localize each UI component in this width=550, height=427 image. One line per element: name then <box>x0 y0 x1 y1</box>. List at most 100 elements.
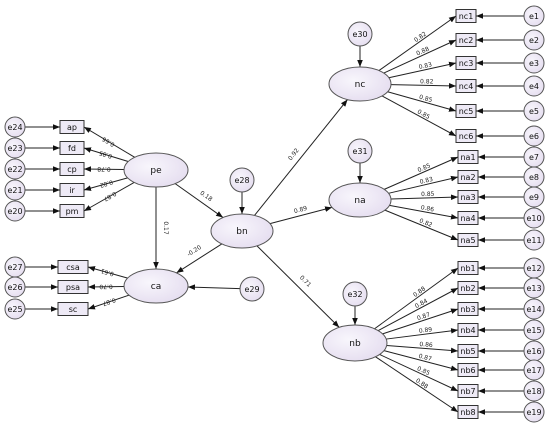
error-e5: e5 <box>523 100 545 122</box>
edge-na-na5 <box>384 209 459 241</box>
error-e32: e32 <box>342 281 368 307</box>
indicator-nb7: nb7 <box>457 384 479 398</box>
indicator-box <box>455 129 477 143</box>
indicator-csa: csa <box>57 260 89 274</box>
error-label: e26 <box>7 283 22 292</box>
loading-nb3: 0.87 <box>416 311 431 322</box>
error-e32-label: e32 <box>347 290 362 299</box>
error-e14: e14 <box>523 298 545 320</box>
error-circle <box>523 5 545 27</box>
error-e1: e1 <box>523 5 545 27</box>
error-e20: e20 <box>4 200 26 222</box>
edge-nb-nb6 <box>383 350 459 371</box>
error-circle <box>4 200 26 222</box>
edge-ca-csa <box>87 266 128 279</box>
path-bn-ca <box>176 243 223 274</box>
error-e25: e25 <box>4 298 26 320</box>
error-circle <box>4 158 26 180</box>
indicator-box <box>59 183 85 197</box>
edge-nc-nc4 <box>390 83 457 89</box>
indicator-box <box>457 211 479 225</box>
error-label: e16 <box>526 347 541 356</box>
error-e12: e12 <box>523 257 545 279</box>
loading-ap: 0.66 <box>101 135 116 148</box>
edge-nb-nb5 <box>386 344 459 354</box>
indicator-na5: na5 <box>457 233 479 247</box>
error-circle <box>523 207 545 229</box>
indicator-box <box>455 9 477 23</box>
error-e8: e8 <box>523 166 545 188</box>
loading-na2: 0.83 <box>419 176 434 186</box>
error-label: e6 <box>529 132 539 141</box>
error-e3: e3 <box>523 52 545 74</box>
indicator-box <box>457 302 479 316</box>
indicator-ap: ap <box>59 120 85 134</box>
error-e21: e21 <box>4 179 26 201</box>
measurement-items: ape24fde23cpe22ire21pme20csae27psae26sce… <box>4 5 545 423</box>
indicator-label: na2 <box>460 173 475 182</box>
error-circle <box>523 359 545 381</box>
latent-nc: nc <box>328 66 392 102</box>
edge-ca-psa <box>87 284 125 290</box>
loading-nc2: 0.88 <box>415 45 430 57</box>
loading-nb6: 0.87 <box>418 353 433 363</box>
indicator-label: nc6 <box>459 132 474 141</box>
indicator-na2: na2 <box>457 170 479 184</box>
loading-nb7: 0.85 <box>416 365 431 377</box>
indicator-label: na4 <box>460 214 475 223</box>
indicator-label: nb5 <box>460 347 475 356</box>
loading-na5: 0.82 <box>418 217 433 229</box>
path-bn-nb <box>256 245 340 328</box>
error-e9: e9 <box>523 186 545 208</box>
error-label: e15 <box>526 326 541 335</box>
indicator-ir: ir <box>59 183 85 197</box>
edge-nb-nb4 <box>386 328 459 340</box>
indicator-nb8: nb8 <box>457 405 479 419</box>
error-circle <box>4 116 26 138</box>
indicator-box <box>455 33 477 47</box>
error-e28-label: e28 <box>234 176 249 185</box>
latent-ca-label: ca <box>151 282 161 292</box>
indicator-box <box>59 141 85 155</box>
loading-nc3: 0.83 <box>418 61 433 71</box>
error-e30: e30 <box>347 21 373 47</box>
loading-na3: 0.85 <box>421 191 435 198</box>
edge-na-na2 <box>388 175 459 194</box>
error-label: e7 <box>529 153 539 162</box>
indicator-box <box>59 204 85 218</box>
latent-pe-label: pe <box>150 166 162 176</box>
error-label: e19 <box>526 408 541 417</box>
loading-psa: 0.70 <box>99 283 113 290</box>
edge-na-na1 <box>384 156 459 190</box>
path-bn-na <box>269 206 333 225</box>
coef-bn-ca: -0.20 <box>186 244 203 258</box>
error-circle <box>523 380 545 402</box>
indicator-label: psa <box>66 283 80 292</box>
error-label: e14 <box>526 305 541 314</box>
error-label: e5 <box>529 107 539 116</box>
error-label: e25 <box>7 305 22 314</box>
indicator-nb4: nb4 <box>457 323 479 337</box>
indicator-box <box>455 56 477 70</box>
indicator-label: pm <box>66 207 79 216</box>
edge-pe-ir <box>83 177 128 191</box>
edge-na-na3 <box>390 194 459 201</box>
indicator-label: nb3 <box>460 305 475 314</box>
edge-nb-nb7 <box>379 354 459 392</box>
error-label: e3 <box>529 59 539 68</box>
indicator-label: ir <box>69 186 75 195</box>
indicator-box <box>59 120 85 134</box>
indicator-label: nb2 <box>460 284 475 293</box>
indicator-label: fd <box>68 144 76 153</box>
error-label: e27 <box>7 263 22 272</box>
indicator-label: cp <box>67 165 76 174</box>
loading-pm: 0.87 <box>102 190 117 203</box>
edge-nb-nb2 <box>377 287 459 332</box>
error-e31: e31 <box>347 138 373 164</box>
error-e17: e17 <box>523 359 545 381</box>
latent-nb: nb <box>322 324 388 362</box>
edge-pe-fd <box>83 147 129 163</box>
indicator-nc2: nc2 <box>455 33 477 47</box>
coef-bn-nb: 0.71 <box>298 274 313 289</box>
